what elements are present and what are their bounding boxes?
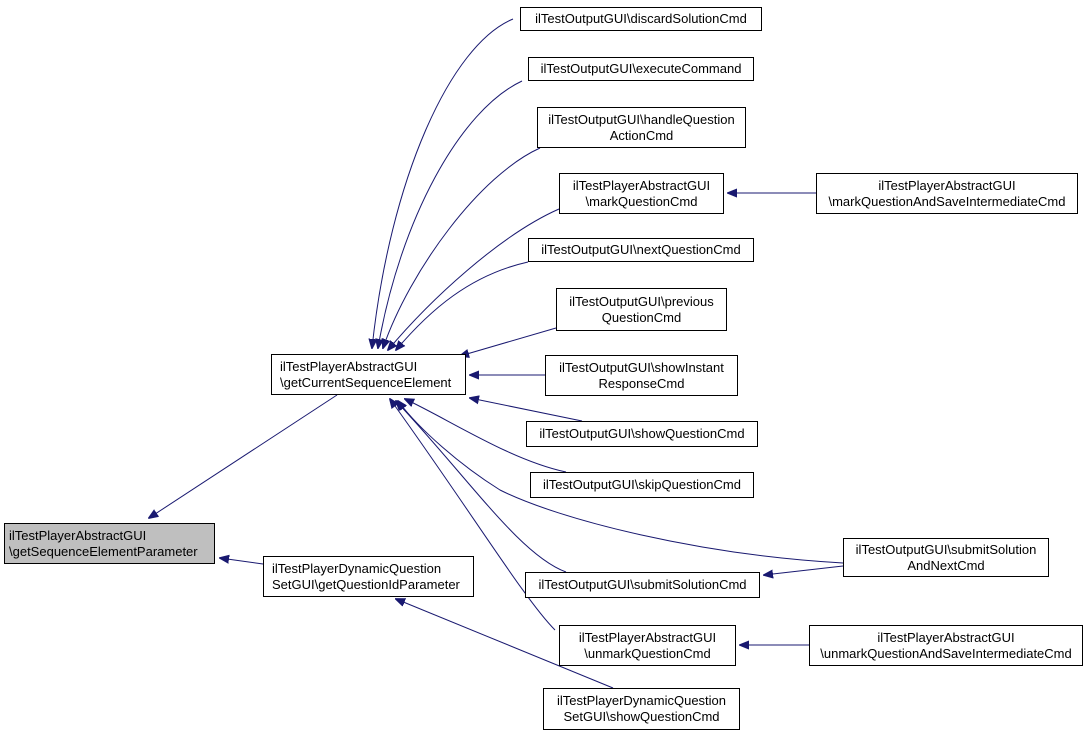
node-line: ilTestOutputGUI\submitSolution [855, 541, 1037, 557]
node-line: ilTestOutputGUI\showQuestionCmd [539, 426, 745, 441]
node-line: ilTestPlayerAbstractGUI [9, 527, 147, 543]
node-line: ilTestPlayerAbstractGUI [878, 177, 1016, 193]
node-line: ilTestOutputGUI\previous [569, 293, 714, 309]
edge-submit-to-current [396, 401, 567, 573]
edge-next-to-current [396, 261, 529, 350]
node-line: ilTestOutputGUI\nextQuestionCmd [541, 242, 741, 257]
node-dynamic-show-question-cmd[interactable]: ilTestPlayerDynamicQuestion SetGUI\showQ… [543, 688, 740, 730]
edge-previous-to-current [460, 327, 557, 356]
node-execute-command[interactable]: ilTestOutputGUI\executeCommand [528, 57, 754, 81]
edge-discard-to-current [372, 18, 514, 348]
node-line: \unmarkQuestionAndSaveIntermediateCmd [820, 645, 1072, 661]
node-get-current-sequence-element[interactable]: ilTestPlayerAbstractGUI \getCurrentSeque… [271, 354, 466, 395]
edge-execute-to-current [378, 80, 523, 348]
node-line: \markQuestionAndSaveIntermediateCmd [828, 193, 1066, 209]
node-line: \getCurrentSequenceElement [280, 374, 452, 390]
node-line: SetGUI\showQuestionCmd [563, 709, 720, 724]
node-get-question-id-parameter[interactable]: ilTestPlayerDynamicQuestion SetGUI\getQu… [263, 556, 474, 597]
node-skip-question-cmd[interactable]: ilTestOutputGUI\skipQuestionCmd [530, 472, 754, 498]
edge-questionid-to-root [220, 558, 264, 565]
edge-showquestion-to-current [470, 398, 583, 422]
node-line: ilTestOutputGUI\discardSolutionCmd [535, 11, 747, 26]
node-line: ilTestOutputGUI\showInstant [559, 359, 724, 375]
edge-dynshow-to-questionid [396, 599, 614, 689]
edge-unmark-to-current [390, 399, 556, 631]
edge-submitnext-to-current [398, 401, 844, 564]
node-line: ilTestOutputGUI\submitSolutionCmd [538, 577, 747, 592]
node-line: SetGUI\getQuestionIdParameter [272, 576, 460, 592]
node-line: ilTestOutputGUI\handleQuestion [548, 111, 735, 127]
node-line: ilTestPlayerDynamicQuestion [556, 693, 727, 708]
node-line: ilTestPlayerDynamicQuestion [272, 560, 442, 576]
node-show-question-cmd[interactable]: ilTestOutputGUI\showQuestionCmd [526, 421, 758, 447]
node-submit-solution-and-next-cmd[interactable]: ilTestOutputGUI\submitSolution AndNextCm… [843, 538, 1049, 577]
node-submit-solution-cmd[interactable]: ilTestOutputGUI\submitSolutionCmd [525, 572, 760, 598]
node-line: QuestionCmd [601, 309, 682, 325]
node-line: \markQuestionCmd [585, 193, 698, 209]
node-mark-question-cmd[interactable]: ilTestPlayerAbstractGUI \markQuestionCmd [559, 173, 724, 214]
edge-submitnext-to-submit [764, 565, 844, 575]
node-unmark-question-and-save-intermediate-cmd[interactable]: ilTestPlayerAbstractGUI \unmarkQuestionA… [809, 625, 1083, 666]
node-line: \getSequenceElementParameter [9, 543, 198, 559]
node-discard-solution-cmd[interactable]: ilTestOutputGUI\discardSolutionCmd [520, 7, 762, 31]
node-next-question-cmd[interactable]: ilTestOutputGUI\nextQuestionCmd [528, 238, 754, 262]
node-handle-question-action-cmd[interactable]: ilTestOutputGUI\handleQuestion ActionCmd [537, 107, 746, 148]
node-line: ilTestPlayerAbstractGUI [578, 629, 717, 645]
node-line: AndNextCmd [907, 557, 985, 573]
edge-mark-to-current [388, 208, 560, 350]
node-previous-question-cmd[interactable]: ilTestOutputGUI\previous QuestionCmd [556, 288, 727, 331]
node-unmark-question-cmd[interactable]: ilTestPlayerAbstractGUI \unmarkQuestionC… [559, 625, 736, 666]
node-line: ResponseCmd [598, 375, 685, 391]
edge-skip-to-current [405, 399, 567, 473]
node-show-instant-response-cmd[interactable]: ilTestOutputGUI\showInstant ResponseCmd [545, 355, 738, 396]
node-line: ilTestOutputGUI\skipQuestionCmd [543, 477, 741, 492]
edge-current-to-root [149, 394, 338, 518]
node-line: \unmarkQuestionCmd [584, 645, 711, 661]
node-line: ilTestOutputGUI\executeCommand [540, 61, 742, 76]
edge-handle-to-current [383, 147, 541, 348]
node-line: ActionCmd [609, 127, 674, 143]
node-line: ilTestPlayerAbstractGUI [877, 629, 1015, 645]
node-get-sequence-element-parameter: ilTestPlayerAbstractGUI \getSequenceElem… [4, 523, 215, 564]
node-mark-question-and-save-intermediate-cmd[interactable]: ilTestPlayerAbstractGUI \markQuestionAnd… [816, 173, 1078, 214]
node-line: ilTestPlayerAbstractGUI [280, 358, 418, 374]
node-line: ilTestPlayerAbstractGUI [572, 177, 711, 193]
